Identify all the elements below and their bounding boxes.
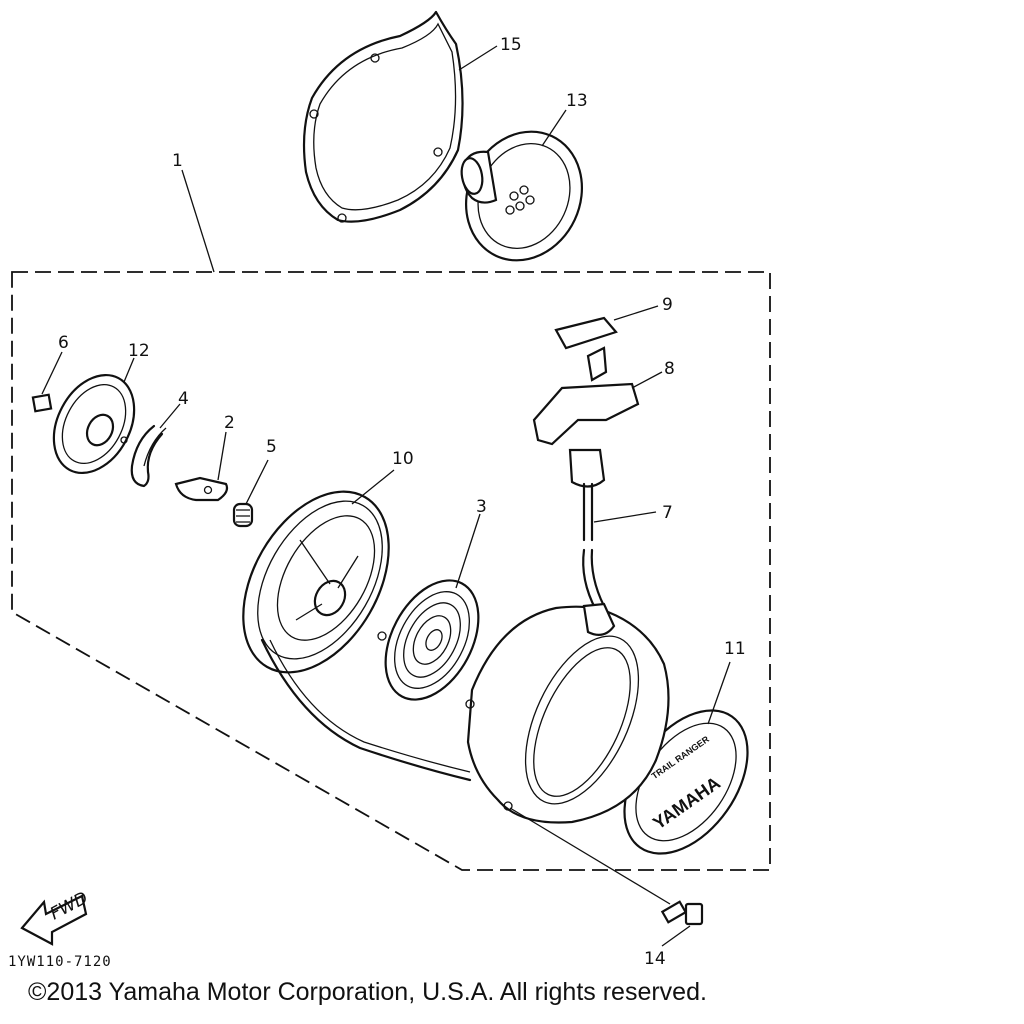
figure-code: 1YW110-7120	[8, 954, 112, 970]
callout-4: 4	[178, 389, 189, 409]
callout-2: 2	[224, 413, 235, 433]
callout-9: 9	[662, 295, 673, 315]
part-10-reel	[242, 490, 390, 674]
fwd-arrow-icon: FWD	[20, 888, 91, 946]
copyright-notice: ©2013 Yamaha Motor Corporation, U.S.A. A…	[28, 978, 707, 1006]
assembly-boundary	[11, 271, 771, 871]
callout-11: 11	[724, 639, 746, 659]
starter-housing	[465, 602, 670, 824]
part-14-bolt	[660, 900, 704, 926]
callout-12: 12	[128, 341, 150, 361]
part-15-gasket	[302, 10, 464, 223]
callout-15: 15	[500, 35, 522, 55]
part-9-cap	[554, 316, 618, 350]
callout-5: 5	[266, 437, 277, 457]
part-4-clip	[130, 424, 167, 488]
part-7-rope	[582, 482, 606, 612]
callout-14: 14	[644, 949, 666, 969]
part-12-plate	[52, 373, 136, 475]
part-5-spring	[232, 502, 254, 528]
part-13-pulley	[460, 130, 584, 262]
callout-8: 8	[664, 359, 675, 379]
callout-7: 7	[662, 503, 673, 523]
callout-13: 13	[566, 91, 588, 111]
part-8-handle	[532, 346, 640, 488]
part-2-pawl	[174, 476, 229, 502]
part-6-nut	[31, 393, 53, 413]
callout-3: 3	[476, 497, 487, 517]
part-3-spiral-spring	[377, 579, 480, 701]
callout-10: 10	[392, 449, 414, 469]
rope-line	[260, 638, 472, 782]
callout-6: 6	[58, 333, 69, 353]
callout-1: 1	[172, 151, 183, 171]
